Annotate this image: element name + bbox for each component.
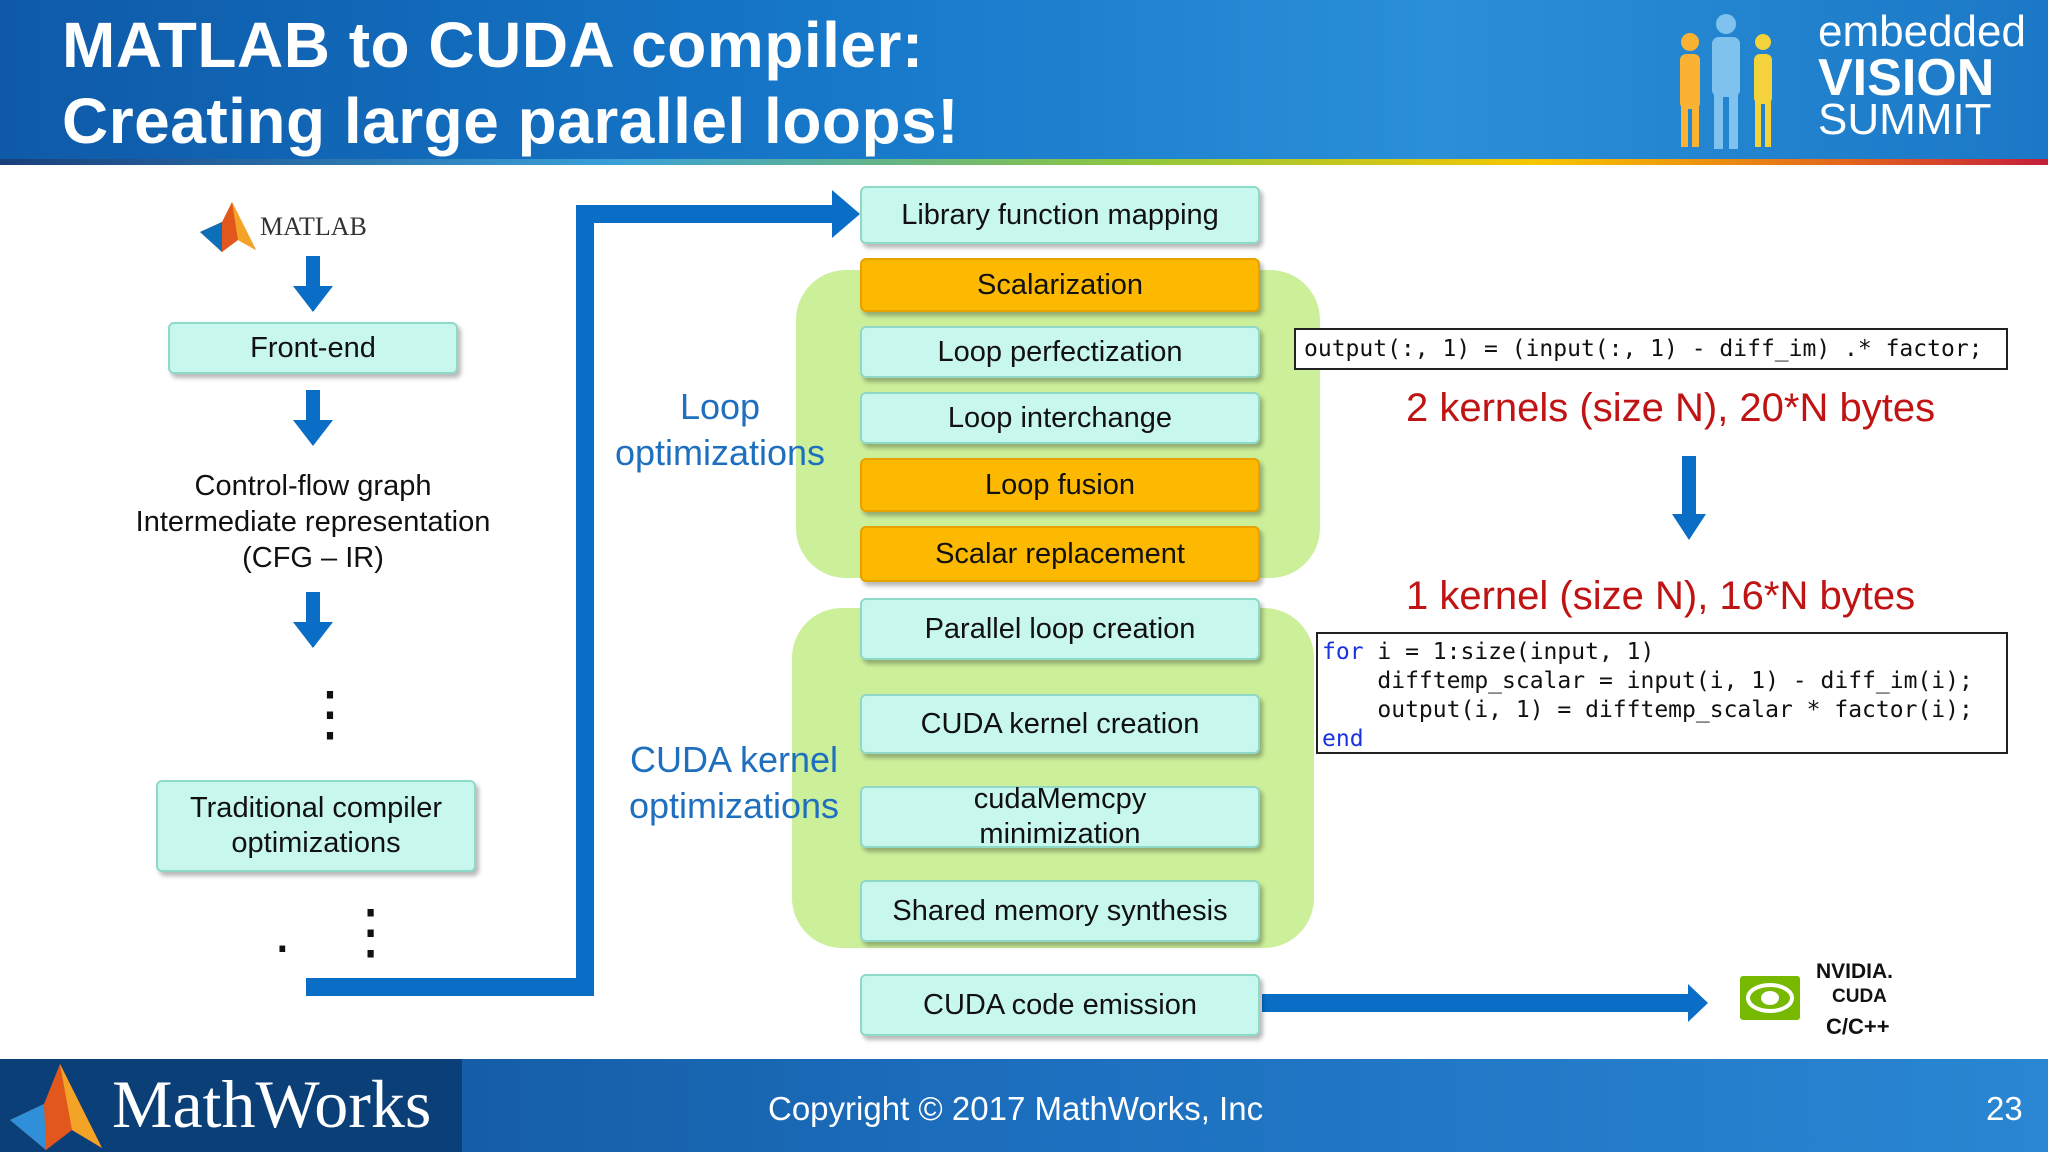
step-label: Library function mapping bbox=[901, 198, 1219, 231]
code-after-box: for i = 1:size(input, 1) difftemp_scalar… bbox=[1316, 632, 2008, 754]
step-label: Scalar replacement bbox=[935, 537, 1185, 570]
step-label: Shared memory synthesis bbox=[892, 894, 1228, 927]
step-label: CUDA code emission bbox=[923, 988, 1197, 1021]
cuda-label-line-1: CUDA kernel bbox=[629, 739, 839, 780]
code-line-3: output(i, 1) = difftemp_scalar * factor(… bbox=[1322, 697, 1973, 723]
step-loop-interchange: Loop interchange bbox=[860, 392, 1260, 444]
step-label: Parallel loop creation bbox=[924, 612, 1196, 645]
traditional-line-1: Traditional compiler bbox=[190, 792, 442, 824]
event-logo-summit: SUMMIT bbox=[1818, 95, 1992, 144]
loop-label-line-1: Loop bbox=[679, 386, 761, 427]
cfg-line-3: (CFG – IR) bbox=[242, 542, 384, 574]
step-library-function-mapping: Library function mapping bbox=[860, 186, 1260, 244]
nvidia-eye-icon bbox=[1740, 976, 1800, 1020]
ellipsis-dots: ⋮ bbox=[300, 680, 360, 747]
event-logo-embedded: embedded bbox=[1818, 7, 2026, 56]
header-stripe bbox=[0, 159, 2048, 165]
step-scalar-replacement: Scalar replacement bbox=[860, 526, 1260, 582]
step-label: Scalarization bbox=[976, 268, 1144, 301]
copyright-text: Copyright © 2017 MathWorks, Inc bbox=[768, 1090, 1264, 1127]
code-keyword-for: for bbox=[1322, 639, 1364, 665]
mathworks-wordmark: MathWorks bbox=[112, 1066, 432, 1142]
people-figures-icon bbox=[1680, 14, 1772, 149]
step-label: Loop interchange bbox=[947, 401, 1173, 434]
code-line-1: i = 1:size(input, 1) bbox=[1363, 639, 1655, 665]
step-loop-fusion: Loop fusion bbox=[860, 458, 1260, 512]
step-label: cudaMemcpy minimization bbox=[973, 783, 1147, 850]
loop-optimizations-label: Loop optimizations bbox=[600, 384, 840, 476]
cuda-label-line-2: optimizations bbox=[628, 785, 840, 826]
traditional-optimizations-box: Traditional compiler optimizations bbox=[156, 780, 476, 872]
code-line-2: difftemp_scalar = input(i, 1) - diff_im(… bbox=[1322, 668, 1973, 694]
step-label: Loop perfectization bbox=[937, 335, 1183, 368]
nvidia-lang-text: C/C++ bbox=[1826, 1014, 1890, 1039]
slide-title-line-1: MATLAB to CUDA compiler: bbox=[62, 9, 924, 81]
after-summary: 1 kernel (size N), 16*N bytes bbox=[1406, 574, 1916, 618]
step-loop-perfectization: Loop perfectization bbox=[860, 326, 1260, 378]
code-keyword-end: end bbox=[1322, 726, 1364, 752]
cfg-line-2: Intermediate representation bbox=[135, 506, 491, 538]
code-before-text: output(:, 1) = (input(:, 1) - diff_im) .… bbox=[1304, 336, 1983, 362]
matlab-logo-icon bbox=[200, 202, 256, 252]
step-label: Loop fusion bbox=[985, 468, 1135, 501]
slide-title-line-2: Creating large parallel loops! bbox=[62, 85, 959, 157]
before-summary: 2 kernels (size N), 20*N bytes bbox=[1406, 386, 1936, 430]
matlab-logo-text: MATLAB bbox=[260, 212, 367, 241]
step-cuda-code-emission: CUDA code emission bbox=[860, 974, 1260, 1036]
front-end-box: Front-end bbox=[168, 322, 458, 374]
nvidia-cuda-text: CUDA bbox=[1832, 986, 1887, 1007]
front-end-label: Front-end bbox=[250, 331, 376, 364]
event-logo-vision: VISION bbox=[1818, 49, 1995, 107]
ellipsis-dots-2: . ⋮ bbox=[274, 898, 401, 965]
page-number: 23 bbox=[1986, 1090, 2023, 1127]
code-before-box: output(:, 1) = (input(:, 1) - diff_im) .… bbox=[1294, 328, 2008, 370]
mathworks-membrane-icon bbox=[10, 1064, 102, 1150]
step-cuda-kernel-creation: CUDA kernel creation bbox=[860, 694, 1260, 754]
step-shared-memory-synthesis: Shared memory synthesis bbox=[860, 880, 1260, 942]
step-label: CUDA kernel creation bbox=[920, 707, 1200, 740]
nvidia-brand-text: NVIDIA. bbox=[1816, 960, 1894, 983]
cfg-line-1: Control-flow graph bbox=[194, 470, 432, 502]
header-bar bbox=[0, 0, 2048, 162]
step-cudamemcpy-minimization: cudaMemcpy minimization bbox=[860, 783, 1260, 850]
cfg-description: Control-flow graph Intermediate represen… bbox=[100, 468, 526, 576]
step-parallel-loop-creation: Parallel loop creation bbox=[860, 598, 1260, 660]
cuda-optimizations-label: CUDA kernel optimizations bbox=[614, 737, 854, 829]
traditional-line-2: optimizations bbox=[231, 827, 401, 859]
loop-label-line-2: optimizations bbox=[614, 432, 826, 473]
step-scalarization: Scalarization bbox=[860, 258, 1260, 312]
